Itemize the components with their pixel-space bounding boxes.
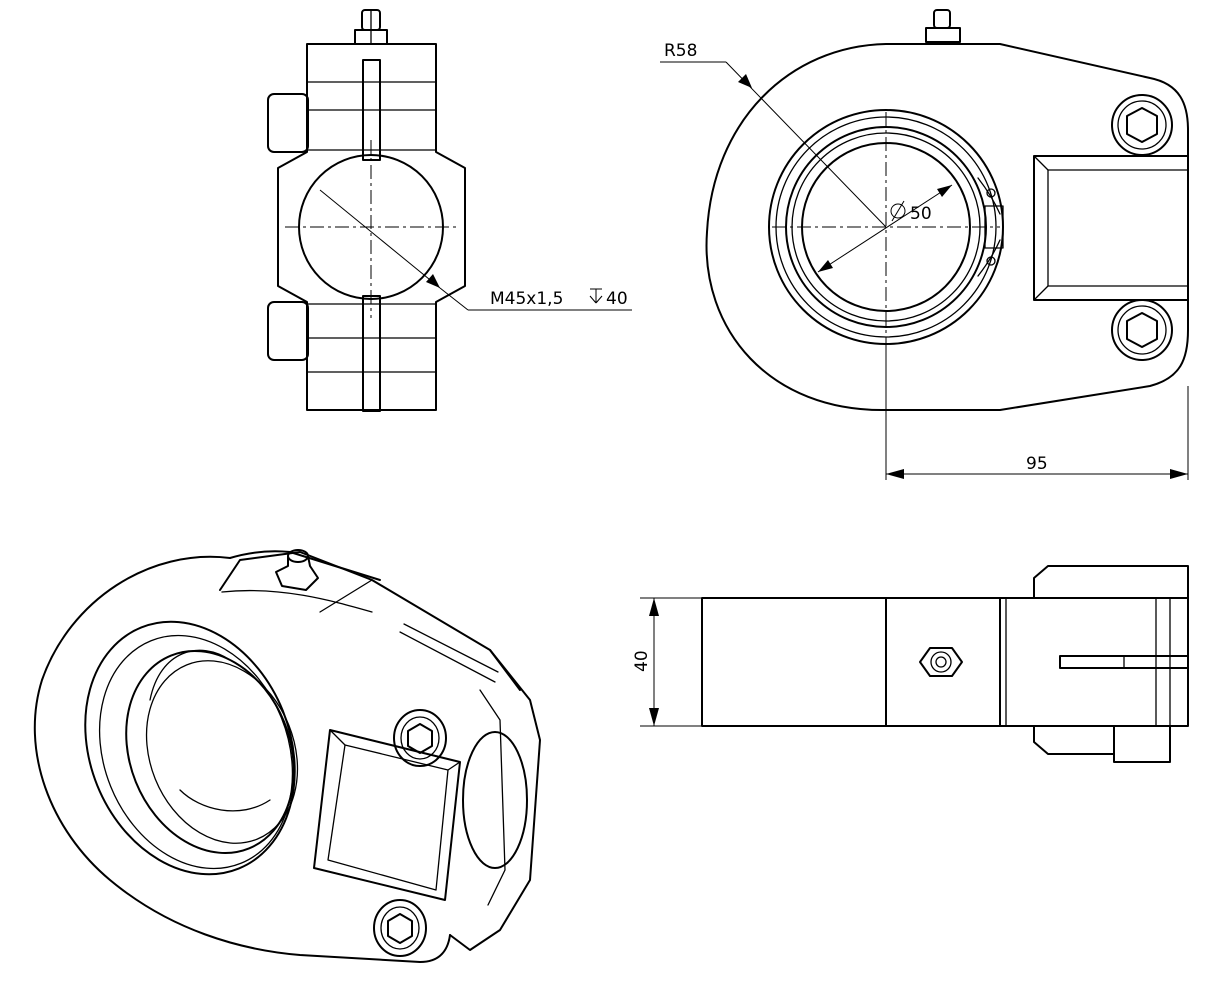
bolt-head-lower-front xyxy=(1111,299,1173,361)
top-body xyxy=(701,597,1189,727)
bolt-head-lower-side xyxy=(267,301,309,361)
front-view xyxy=(660,9,1189,480)
thread-callout-label: M45x1,5 xyxy=(490,289,563,309)
iso-body-outline xyxy=(33,555,451,963)
bolt-head-upper-side xyxy=(267,93,309,153)
height-label: 40 xyxy=(632,650,652,672)
side-view xyxy=(267,9,632,412)
front-body-outline xyxy=(705,43,1189,412)
bolt-head-upper-front xyxy=(1111,94,1173,156)
depth-symbol xyxy=(589,288,603,304)
isometric-view xyxy=(33,549,541,963)
iso-right-boss xyxy=(462,731,528,869)
radius-label: R58 xyxy=(664,41,697,61)
thread-depth-label: 40 xyxy=(606,289,628,309)
diameter-label: 50 xyxy=(910,204,932,224)
grease-nipple-front xyxy=(925,9,961,43)
grease-nipple-top xyxy=(919,647,963,677)
top-view xyxy=(640,565,1189,763)
grease-nipple-iso xyxy=(275,549,319,591)
front-flat-face xyxy=(1033,155,1189,301)
bolt-head-lower-iso xyxy=(373,899,427,957)
side-body-outline xyxy=(277,43,466,411)
grease-nipple-side xyxy=(354,9,388,45)
diameter-symbol xyxy=(890,200,906,222)
bolt-head-upper-iso xyxy=(393,709,447,767)
width-label: 95 xyxy=(1026,454,1048,474)
